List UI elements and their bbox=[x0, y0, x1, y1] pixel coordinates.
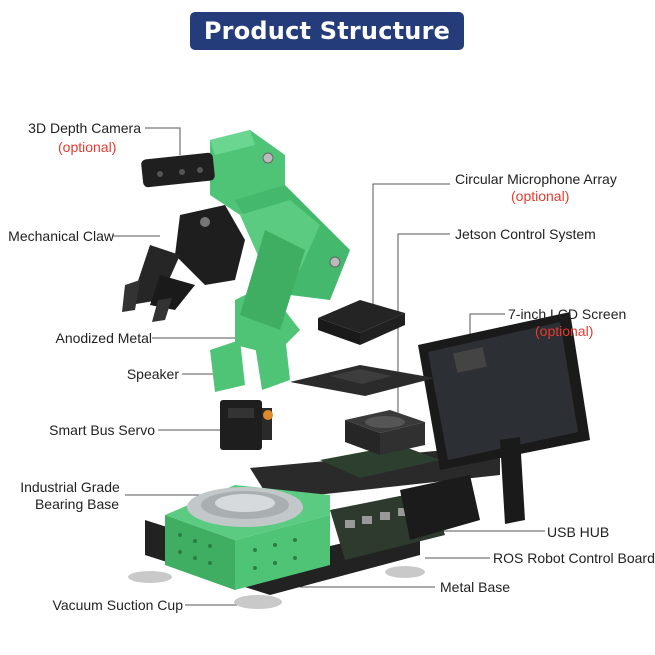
label-mechanical-claw: Mechanical Claw bbox=[8, 228, 114, 244]
arm bbox=[210, 130, 350, 392]
mic-array bbox=[318, 300, 405, 333]
leader-mic bbox=[372, 183, 450, 305]
label-depth-camera: 3D Depth Camera bbox=[28, 120, 141, 136]
label-anodized-metal: Anodized Metal bbox=[55, 330, 152, 346]
smart-bus-servo bbox=[220, 400, 262, 450]
lcd-stand bbox=[500, 437, 525, 524]
suction-cup-left bbox=[128, 571, 172, 583]
label-vacuum-suction-cup: Vacuum Suction Cup bbox=[52, 597, 183, 613]
suction-cup-front bbox=[234, 595, 282, 609]
label-mic-array-optional: (optional) bbox=[511, 188, 570, 204]
page-title: Product Structure bbox=[190, 12, 464, 50]
suction-cup-right bbox=[385, 566, 425, 578]
depth-camera bbox=[141, 152, 215, 188]
label-ros-robot-control-board: ROS Robot Control Board bbox=[493, 550, 655, 566]
leader-depth-camera bbox=[145, 127, 181, 155]
label-smart-bus-servo: Smart Bus Servo bbox=[49, 422, 155, 438]
label-depth-camera-optional: (optional) bbox=[58, 139, 117, 155]
label-bearing-line2: Bearing Base bbox=[34, 496, 120, 512]
label-lcd-optional: (optional) bbox=[535, 323, 594, 339]
leader-lcd bbox=[469, 313, 505, 340]
label-jetson-control-system: Jetson Control System bbox=[455, 226, 596, 242]
label-bearing-line1: Industrial Grade bbox=[20, 479, 120, 495]
label-metal-base: Metal Base bbox=[440, 579, 511, 595]
jetson-board bbox=[320, 445, 440, 478]
label-speaker: Speaker bbox=[126, 366, 179, 382]
label-usb-hub: USB HUB bbox=[547, 524, 610, 540]
leader-jetson bbox=[397, 233, 450, 420]
usb-hub bbox=[400, 475, 480, 540]
label-circular-microphone-array: Circular Microphone Array bbox=[455, 171, 617, 187]
label-lcd-screen: 7-inch LCD Screen bbox=[508, 306, 627, 322]
mechanical-claw bbox=[122, 205, 245, 322]
